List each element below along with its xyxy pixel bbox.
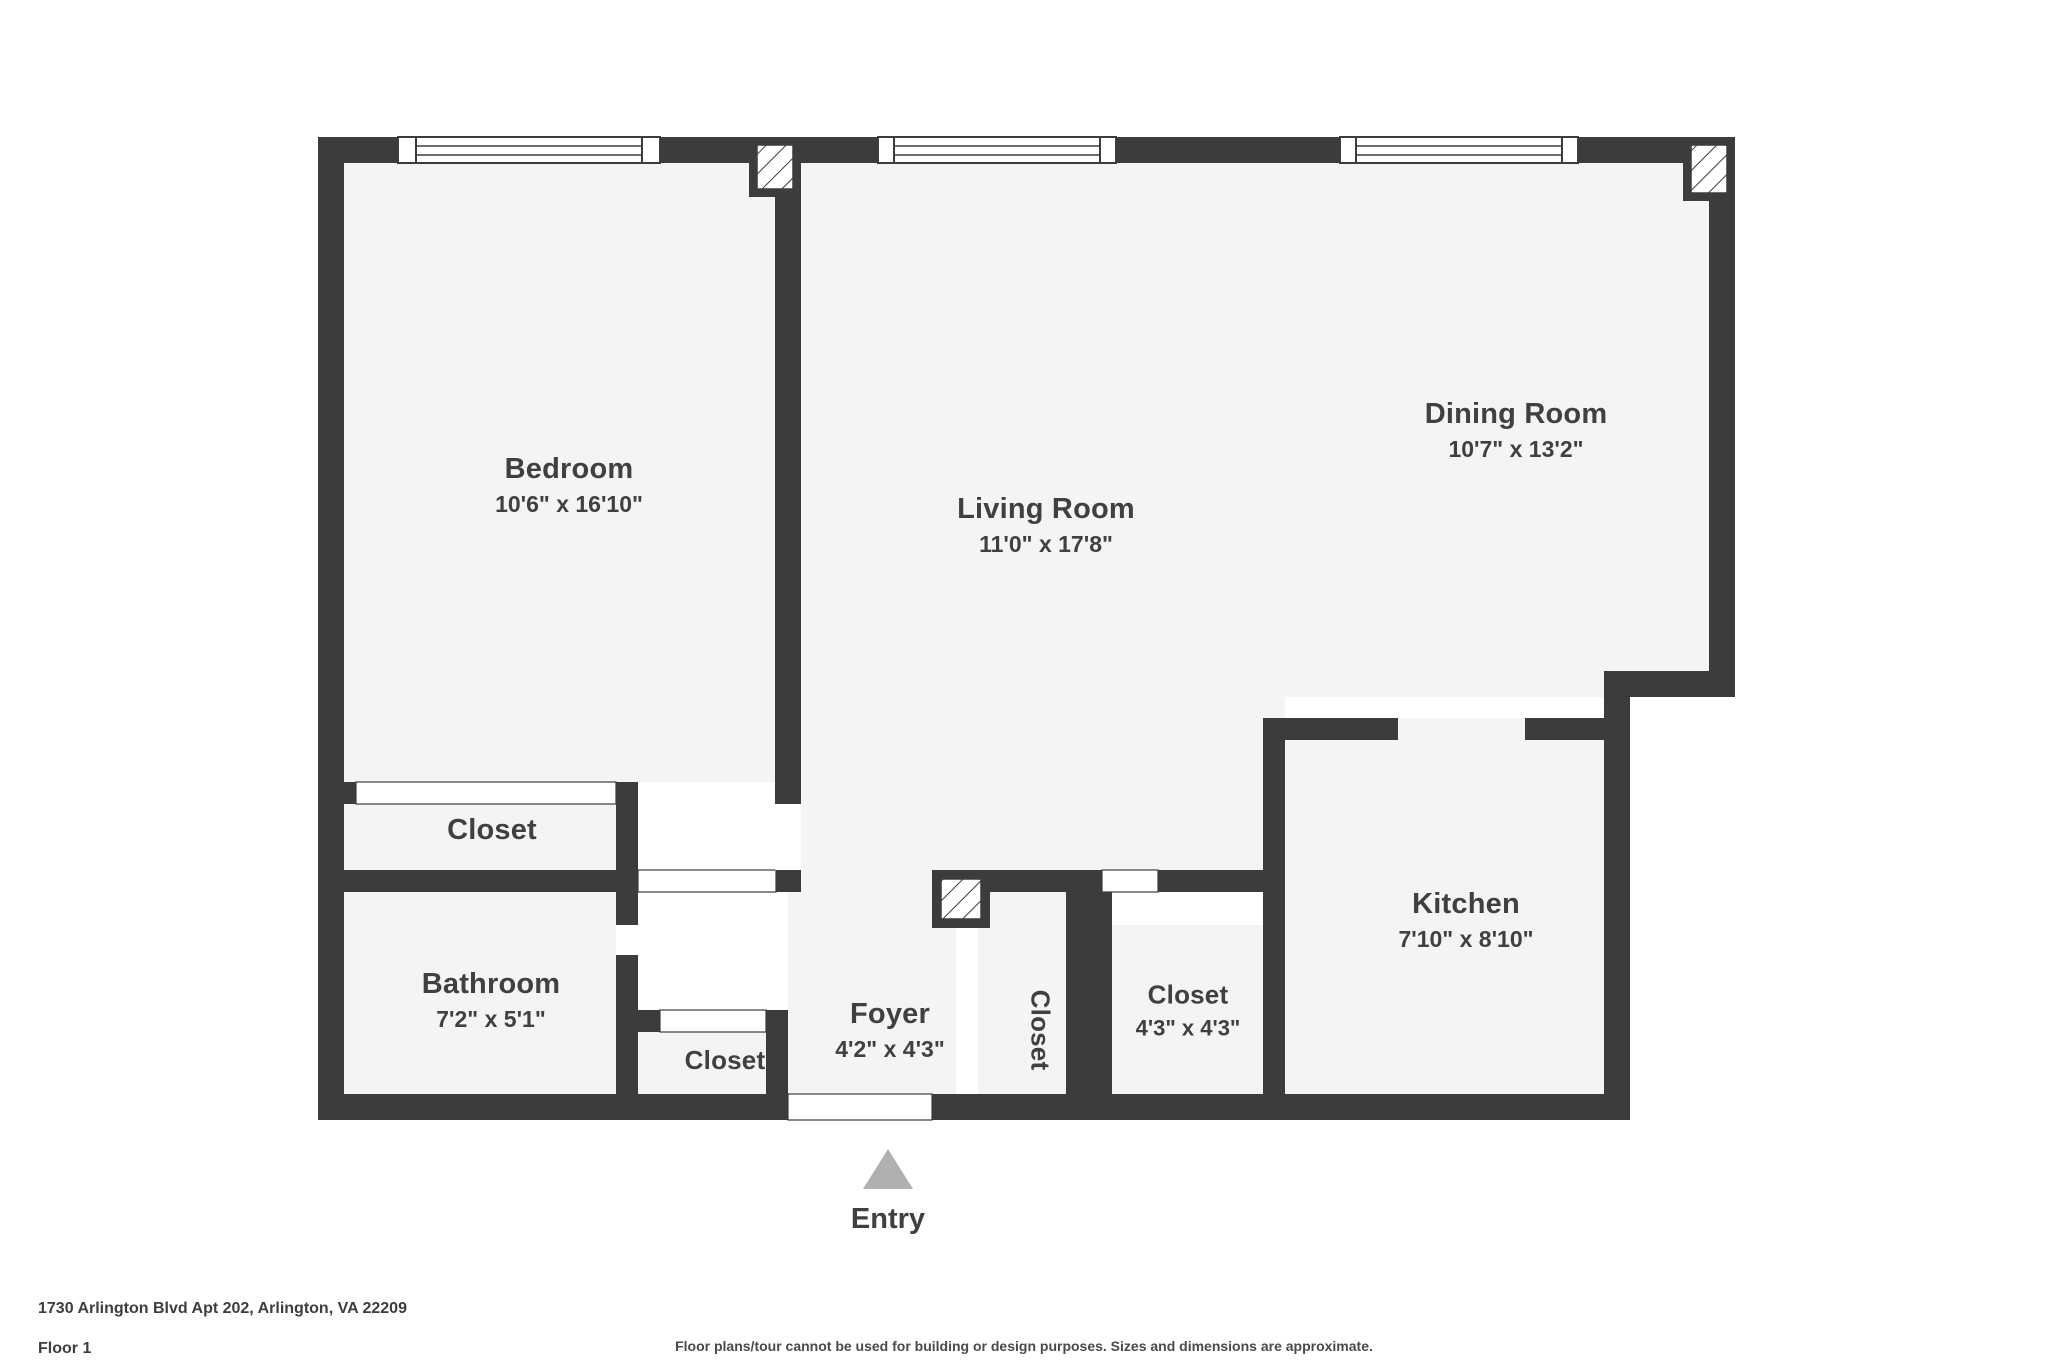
wall-bedroom-living — [775, 137, 801, 892]
wall-kitchen-top-left — [1263, 718, 1398, 740]
wall-closet-bathroom — [318, 870, 638, 892]
bedroom-fill — [318, 137, 788, 782]
opening-closet-kitchen — [1101, 869, 1159, 893]
triangle-up-icon — [861, 1147, 915, 1196]
opening-entry-door — [787, 1093, 933, 1121]
wall-right-lower — [1604, 671, 1630, 1120]
wall-closet-foyer-right — [1066, 892, 1090, 1120]
wall-kitchen-top-right — [1525, 718, 1630, 740]
disclaimer-text: Floor plans/tour cannot be used for buil… — [675, 1338, 1373, 1354]
wall-closet-kitchen-left — [1090, 892, 1112, 1120]
window-living-room — [877, 136, 1117, 164]
closet-kitchen-fill — [1090, 925, 1285, 1120]
window-dining-room — [1339, 136, 1579, 164]
floor-label: Floor 1 — [38, 1340, 92, 1357]
wall-bottom-foyer-left — [638, 1094, 788, 1120]
wall-closet-kitchen-top — [1155, 870, 1285, 892]
windows — [397, 136, 1579, 164]
opening-closet-hall — [659, 1009, 767, 1033]
opening-bathroom — [637, 869, 777, 893]
closet-foyer-fill — [978, 892, 1066, 1120]
property-address: 1730 Arlington Blvd Apt 202, Arlington, … — [38, 1300, 407, 1317]
dining-room-fill — [1285, 137, 1735, 697]
opening-closet-foyer — [956, 925, 978, 1094]
window-bedroom — [397, 136, 661, 164]
opening-closet-bedroom — [355, 781, 617, 805]
opening-bathroom-side — [616, 925, 638, 955]
wall-closet-bedroom-right — [616, 782, 638, 892]
entry-label: Entry — [850, 1203, 926, 1235]
column-bedroom-living — [749, 137, 801, 197]
opening-bedroom — [775, 804, 801, 870]
hatched-columns — [749, 137, 1735, 928]
column-dining-corner — [1683, 137, 1735, 201]
wall-left — [318, 137, 344, 1120]
foyer-fill — [788, 892, 978, 1120]
bathroom-fill — [318, 892, 638, 1120]
living-room-fill — [800, 137, 1285, 892]
wall-closet-hall-right — [766, 1010, 788, 1120]
door-openings — [355, 718, 1525, 1121]
kitchen-fill — [1285, 718, 1630, 1120]
column-foyer — [932, 870, 990, 928]
wall-right-upper — [1709, 137, 1735, 697]
room-fills — [318, 137, 1735, 1120]
opening-living-kitchen — [1398, 718, 1525, 740]
wall-kitchen-left — [1263, 718, 1285, 1120]
